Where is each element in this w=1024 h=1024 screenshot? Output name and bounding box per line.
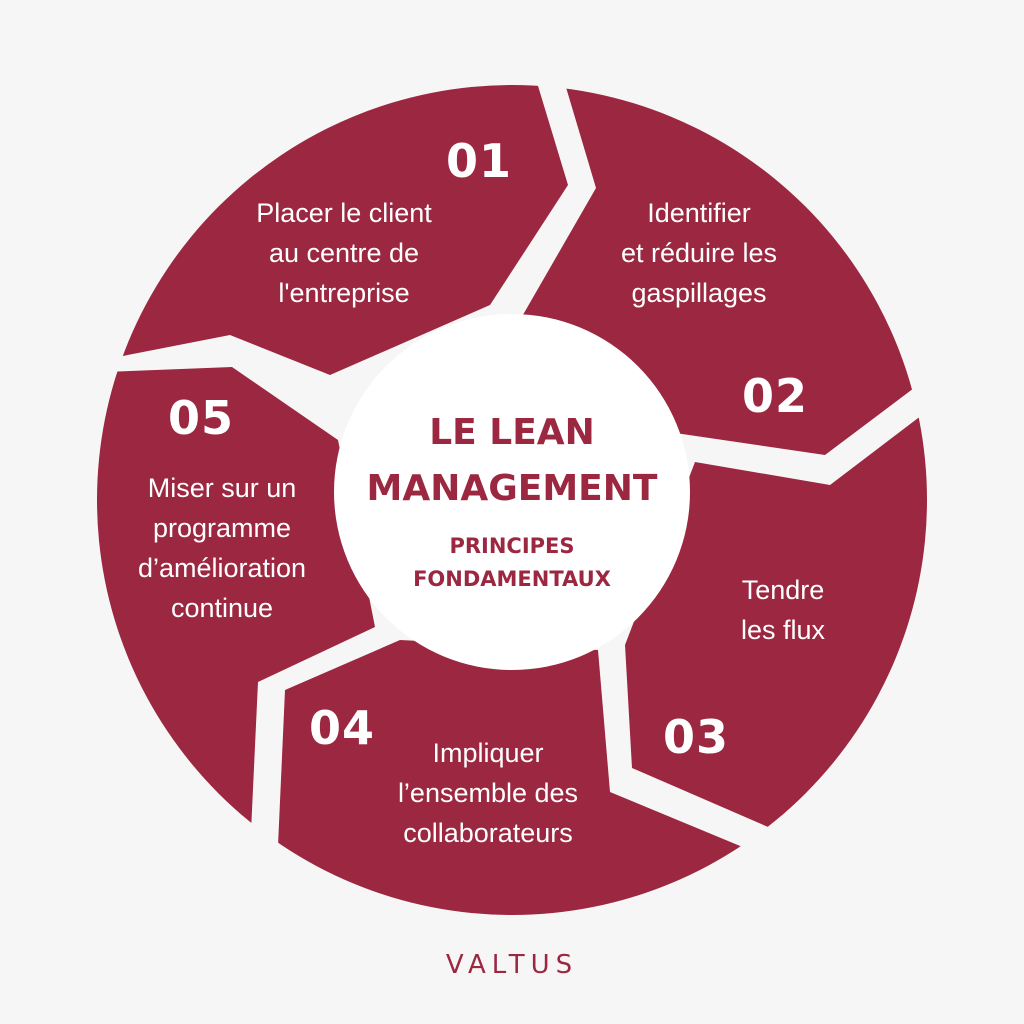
center-circle xyxy=(334,314,690,670)
step-05-label-line: Miser sur un xyxy=(147,473,297,503)
step-05-label-line: continue xyxy=(170,593,274,623)
step-04-number: 04 xyxy=(309,701,376,755)
step-04-label-line: l’ensemble des xyxy=(397,778,579,808)
step-05-label: Miser sur un programme d’amélioration co… xyxy=(110,468,334,628)
center-title-line: LE LEAN xyxy=(429,412,595,453)
step-02-label-line: Identifier xyxy=(647,198,751,228)
step-05-label-line: d’amélioration xyxy=(137,553,307,583)
center-title-line: MANAGEMENT xyxy=(366,468,658,509)
center-subtitle-line: PRINCIPES xyxy=(449,534,575,558)
step-03-label: Tendre les flux xyxy=(716,570,850,650)
step-03-number: 03 xyxy=(663,710,730,764)
segment-05 xyxy=(97,367,375,915)
step-02-label-line: et réduire les xyxy=(620,238,778,268)
step-02-label: Identifier et réduire les gaspillages xyxy=(588,193,810,313)
step-01-label-line: l'entreprise xyxy=(278,278,410,308)
step-05-number: 05 xyxy=(168,391,235,445)
step-05-label-line: programme xyxy=(152,513,292,543)
step-04-label-line: collaborateurs xyxy=(403,818,573,848)
valtus-logo: VALTUS xyxy=(445,950,579,980)
center-title: LE LEAN MANAGEMENT xyxy=(342,405,682,517)
step-02-number: 02 xyxy=(742,369,809,423)
step-01-number: 01 xyxy=(446,134,513,188)
center-subtitle-line: FONDAMENTAUX xyxy=(413,567,611,591)
step-01-label-line: Placer le client xyxy=(256,198,432,228)
step-01-label: Placer le client au centre de l'entrepri… xyxy=(228,193,460,313)
segment-04 xyxy=(270,640,745,915)
step-02-label-line: gaspillages xyxy=(631,278,767,308)
step-04-label-line: Impliquer xyxy=(432,738,544,768)
step-03-label-line: Tendre xyxy=(741,575,825,605)
step-01-label-line: au centre de xyxy=(268,238,420,268)
step-04-label: Impliquer l’ensemble des collaborateurs xyxy=(374,733,602,853)
step-03-label-line: les flux xyxy=(740,615,826,645)
center-subtitle: PRINCIPES FONDAMENTAUX xyxy=(342,530,682,596)
